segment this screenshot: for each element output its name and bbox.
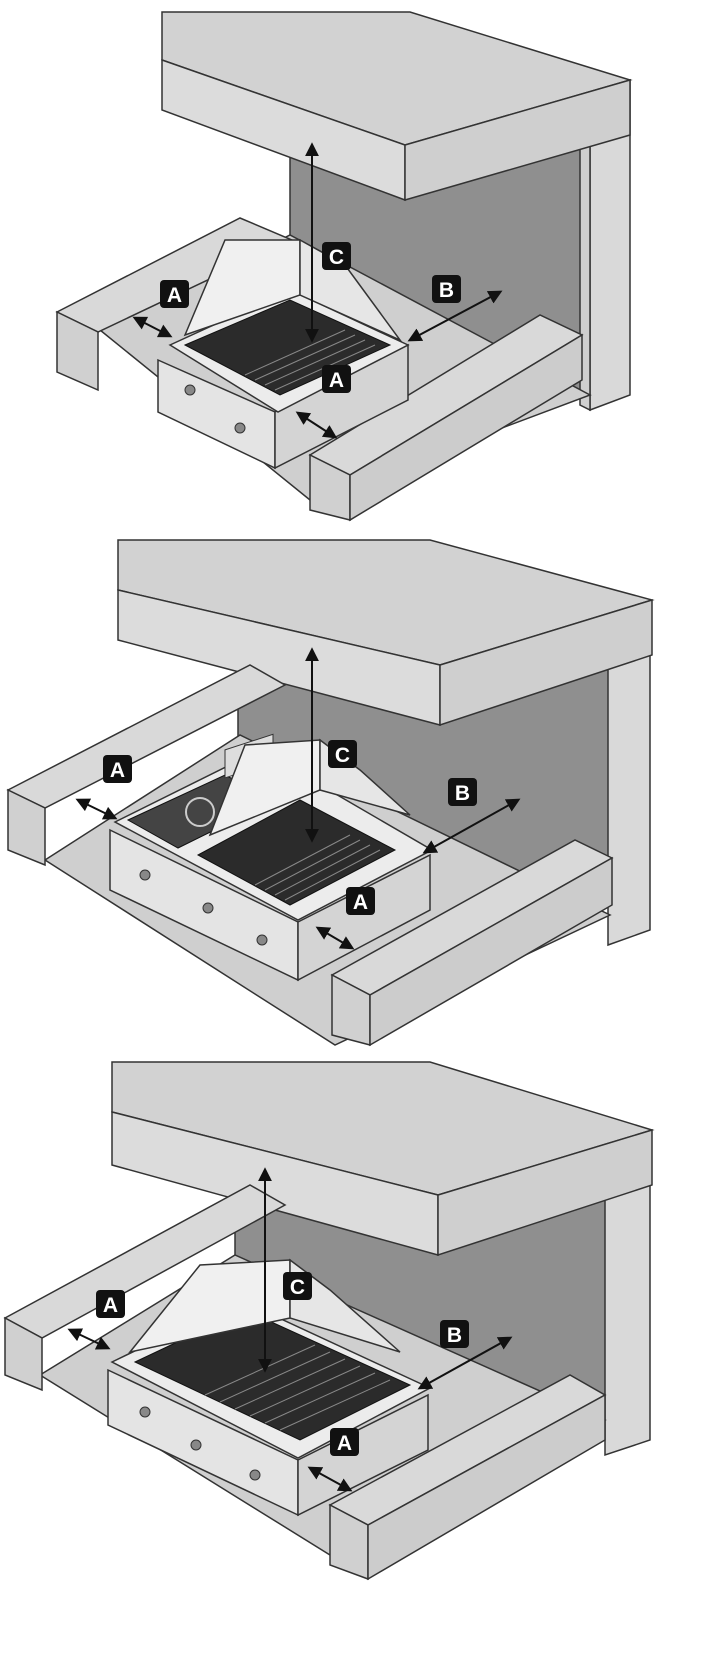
arrow-a-left [67, 1328, 111, 1350]
knob [184, 384, 196, 396]
knob [256, 934, 268, 946]
grill-ridges [244, 329, 376, 391]
label-a-left-text: A [167, 284, 182, 307]
grill-ridges [254, 834, 381, 901]
top-slab-side [437, 1128, 653, 1257]
arrow-b [407, 290, 503, 342]
label-a-left: A [160, 280, 189, 308]
knob [202, 902, 214, 914]
top-slab-side [439, 598, 653, 727]
top-slab-side [404, 79, 631, 201]
label-a-front: A [346, 887, 375, 915]
label-a-left-text: A [110, 759, 125, 782]
label-c-text: C [290, 1276, 305, 1299]
label-b: B [448, 778, 477, 806]
figure-3: C A B A [3, 1061, 655, 1581]
label-a-left: A [103, 755, 132, 783]
arrow-b [422, 798, 521, 854]
knob [190, 1439, 202, 1451]
knob [249, 1469, 261, 1481]
left-block-front [7, 788, 46, 867]
label-c: C [283, 1272, 312, 1300]
knob [139, 869, 151, 881]
label-a-left: A [96, 1290, 125, 1318]
label-a-front-text: A [329, 369, 344, 392]
arrow-b [417, 1336, 513, 1390]
front-block-side [367, 1393, 606, 1581]
label-c-text: C [329, 246, 344, 269]
label-c: C [322, 242, 351, 270]
label-a-front-text: A [353, 891, 368, 914]
knob [139, 1406, 151, 1418]
label-a-left-text: A [103, 1294, 118, 1317]
label-c: C [328, 740, 357, 768]
label-a-front: A [322, 365, 351, 393]
label-b-text: B [455, 782, 470, 805]
figure-1: C A B A [55, 11, 633, 522]
label-b: B [440, 1320, 469, 1348]
figure-2: C A B A [6, 539, 655, 1047]
front-block-side [349, 333, 583, 522]
label-c-text: C [335, 744, 350, 767]
arrow-a-left [75, 798, 118, 820]
knob [234, 422, 246, 434]
label-a-front-text: A [337, 1432, 352, 1455]
grill-plate [196, 799, 397, 906]
grill-plate [183, 299, 392, 396]
left-block-front [56, 310, 99, 392]
label-b: B [432, 275, 461, 303]
arrow-a-front [307, 1466, 353, 1492]
label-b-text: B [447, 1324, 462, 1347]
label-a-front: A [330, 1428, 359, 1456]
label-b-text: B [439, 279, 454, 302]
left-block-front [4, 1316, 43, 1392]
arrow-a-front [315, 926, 355, 950]
arrow-a-front [295, 411, 338, 439]
burner-ring [185, 797, 215, 827]
front-block-side [369, 856, 613, 1047]
arrow-a-left [132, 316, 173, 338]
